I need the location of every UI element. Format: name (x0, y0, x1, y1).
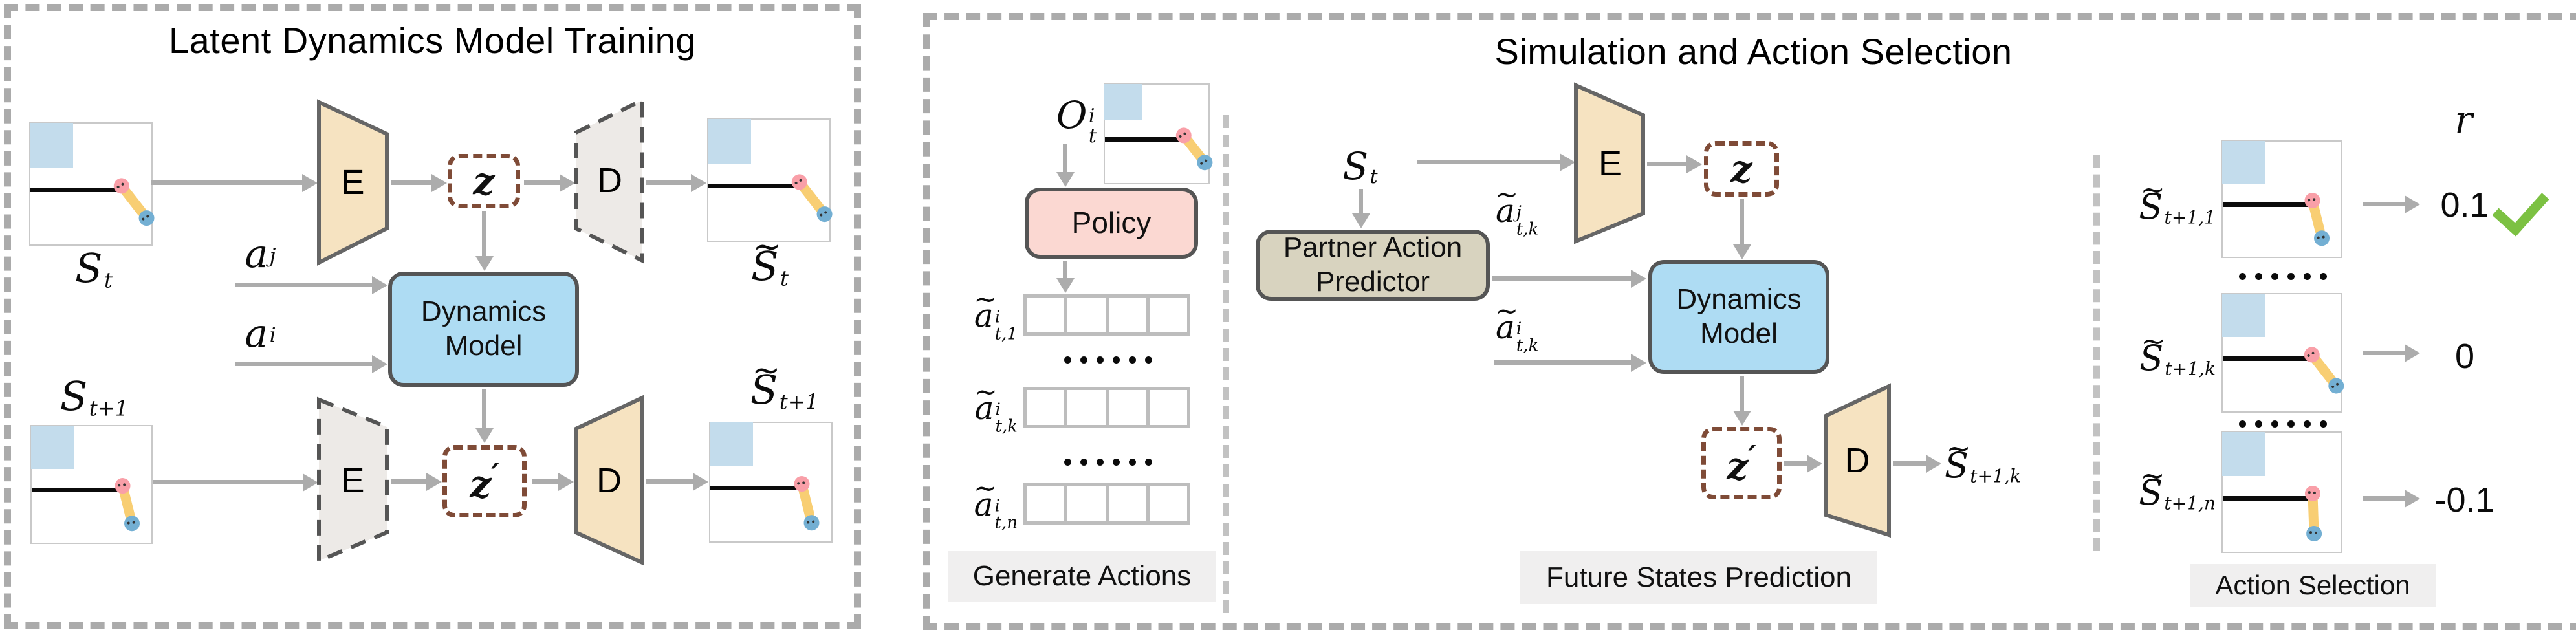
state-image-s-t1 (30, 425, 153, 544)
goal-region (708, 119, 752, 164)
agents-pendulum (110, 175, 158, 229)
candidate-state-image-1 (2221, 140, 2342, 258)
observation-image (1104, 83, 1216, 184)
arrow-ai-to-dynamics (235, 362, 373, 366)
encoder-label: E (341, 461, 365, 500)
arrow-zprime-to-decoder (532, 479, 559, 484)
candidate-state-image-n (2221, 431, 2342, 553)
decoder-trapezoid-sim (1824, 383, 1891, 538)
arrow-zprime-to-decoder-sim (1784, 461, 1807, 466)
latent-z-box-sim: z (1704, 141, 1779, 197)
decoder-trapezoid-frozen (574, 97, 644, 264)
goal-region (30, 123, 74, 168)
encoder-trapezoid (317, 99, 389, 266)
arrow-predictor-to-dynamics (1492, 276, 1632, 281)
latent-z-box: z (448, 154, 520, 208)
arrow-encoder-to-z (391, 180, 432, 185)
latent-zprime-box: z′ (442, 445, 527, 517)
state-image-s-t1-recon (709, 422, 833, 543)
label-candidate-n: ~S t+1,n (2139, 457, 2216, 514)
arrow-decoder-to-output (1893, 461, 1927, 466)
left-panel-title: Latent Dynamics Model Training (169, 20, 696, 61)
arrow-obs-to-policy (1063, 144, 1067, 173)
arrow-st-to-encoder-sim (1417, 160, 1560, 164)
label-s-t: S t (74, 244, 113, 293)
label-a-j: a j (245, 232, 276, 277)
arrow-candidate-1-to-reward (2363, 202, 2405, 206)
arrow-policy-to-actions (1063, 261, 1067, 279)
label-candidate-1: ~S t+1,1 (2139, 171, 2216, 228)
candidate-state-image-k (2221, 293, 2347, 413)
encoder-trapezoid-frozen (317, 396, 389, 564)
divider-future-selection (2093, 155, 2100, 551)
encoder-label: E (1598, 144, 1622, 183)
table-line (30, 188, 123, 193)
encoder-label: E (341, 163, 365, 202)
arrow-dynamics-to-zprime-sim (1740, 376, 1744, 411)
latent-zprime-box-sim: z′ (1701, 427, 1782, 499)
reward-value-1: 0.1 (2440, 186, 2489, 224)
table-line (708, 184, 801, 189)
arrow-z-to-decoder (524, 180, 560, 185)
decoder-label: D (596, 461, 622, 500)
ellipsis-dots (1064, 356, 1152, 364)
arrow-st-to-predictor (1359, 189, 1363, 214)
encoder-trapezoid-sim (1574, 82, 1645, 244)
arrow-st-to-encoder (151, 180, 303, 185)
arrow-encoder-to-zprime (391, 479, 427, 484)
arrow-aj-to-dynamics (235, 283, 373, 287)
action-vector-row (1023, 387, 1190, 428)
reward-value-n: -0.1 (2434, 481, 2495, 519)
label-predicted-state: ~S t+1,k (1945, 430, 2021, 487)
agents-pendulum (788, 171, 836, 225)
label-candidate-k: ~S t+1,k (2139, 323, 2216, 380)
decoder-label: D (597, 161, 622, 200)
state-image-s-t-recon (707, 118, 836, 242)
decoder-trapezoid (574, 395, 644, 566)
arrow-decoder-to-stilde (646, 180, 692, 185)
decoder-label: D (1844, 441, 1870, 480)
reward-header: r (2454, 98, 2473, 142)
arrow-dynamics-to-zprime (482, 389, 486, 429)
action-vector-row (1023, 294, 1190, 336)
arrow-candidate-k-to-reward (2363, 351, 2405, 355)
policy-box: Policy (1025, 188, 1198, 259)
section-label-future-states: Future States Prediction (1520, 551, 1877, 604)
reward-value-k: 0 (2454, 337, 2475, 376)
action-vector-row (1023, 483, 1190, 525)
arrow-encoder-to-z-sim (1647, 162, 1687, 166)
arrow-st1-to-encoder (153, 480, 303, 484)
divider-generate-future (1223, 115, 1229, 613)
label-a-i: a i (245, 311, 276, 356)
section-label-generate-actions: Generate Actions (948, 551, 1216, 602)
section-label-action-selection: Action Selection (2190, 564, 2436, 607)
label-s-t1: S t+1 (60, 373, 129, 421)
arrow-decoder-to-st1-recon (646, 479, 693, 484)
arrow-candidate-n-to-reward (2363, 496, 2405, 501)
label-s-t1-recon: ~S t+1 (750, 350, 819, 415)
ellipsis-dots (2239, 420, 2327, 428)
state-image-s-t (29, 122, 158, 246)
label-s-t-sim: S t (1342, 144, 1378, 189)
ellipsis-dots (2239, 273, 2327, 280)
arrow-z-to-dynamics (482, 211, 486, 257)
ellipsis-dots (1064, 459, 1152, 466)
label-s-t-recon: ~S t (750, 226, 789, 291)
arrow-action-to-dynamics (1494, 360, 1632, 365)
arrow-z-to-dynamics-sim (1740, 199, 1744, 245)
right-panel-title: Simulation and Action Selection (1494, 31, 2013, 72)
